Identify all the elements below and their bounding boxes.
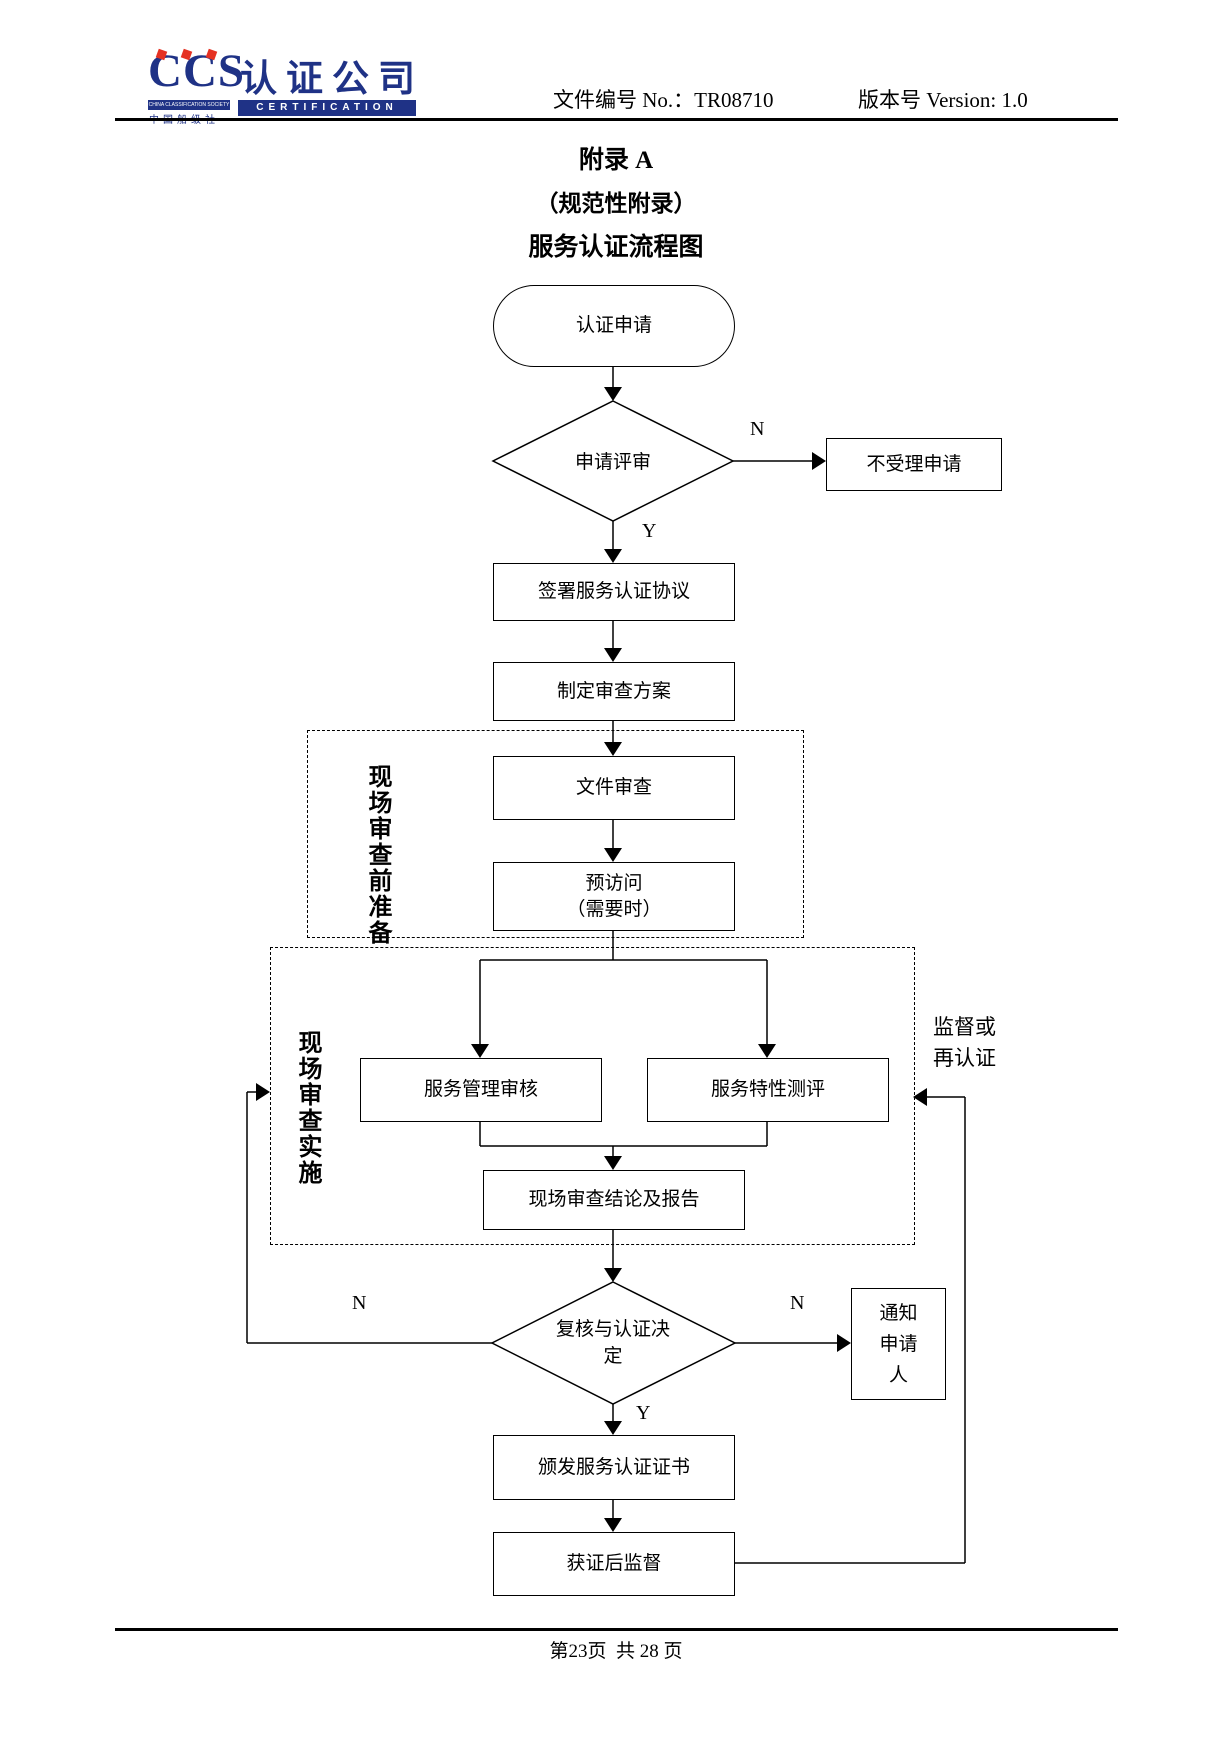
branch-label-y-review: Y <box>642 520 657 542</box>
node-post-cert-supervision: 获证后监督 <box>493 1532 735 1596</box>
header-doc-number: 文件编号 No.：TR08710 <box>553 88 774 112</box>
node-start: 认证申请 <box>493 285 735 367</box>
arrowhead-icon <box>604 848 622 862</box>
node-decision-label: 复核与认证决 定 <box>555 1319 670 1367</box>
label-supervision-recert: 监督或 再认证 <box>933 1015 996 1070</box>
decision-diamond-review <box>491 400 735 522</box>
node-review-label: 申请评审 <box>574 452 651 473</box>
ccs-logo: CCS CHINA CLASSIFICATION SOCIETY 中国船级社 认… <box>148 45 418 126</box>
header-version: 版本号 Version: 1.0 <box>858 88 1028 112</box>
decision-diamond-final <box>490 1281 737 1405</box>
arrowhead-icon <box>604 1156 622 1170</box>
arrowhead-icon <box>837 1334 851 1352</box>
node-sign-agreement: 签署服务认证协议 <box>493 563 735 621</box>
group-label-pre-audit: 现场审查前准备 <box>364 764 390 946</box>
node-notify-applicant: 通知 申请 人 <box>851 1288 946 1400</box>
group-frame-pre-audit <box>307 730 804 938</box>
arrowhead-icon <box>604 1268 622 1282</box>
arrowhead-icon <box>913 1088 927 1106</box>
node-onsite-report: 现场审查结论及报告 <box>483 1170 745 1230</box>
page-number: 第23页 共 28 页 <box>549 1641 683 1662</box>
arrowhead-icon <box>604 549 622 563</box>
arrowhead-icon <box>604 1518 622 1532</box>
flowchart-title: 服务认证流程图 <box>528 234 704 261</box>
node-reject: 不受理申请 <box>826 438 1002 491</box>
arrowhead-icon <box>471 1044 489 1058</box>
arrowhead-icon <box>758 1044 776 1058</box>
logo-company-name: 认证公司 <box>240 59 424 100</box>
branch-label-y-decision: Y <box>636 1402 651 1424</box>
branch-label-n-loopback: N <box>352 1292 367 1314</box>
group-label-onsite-audit: 现场审查实施 <box>294 1030 320 1186</box>
arrowhead-icon <box>604 742 622 756</box>
node-previsit: 预访问 （需要时） <box>493 862 735 931</box>
arrowhead-icon <box>812 452 826 470</box>
arrowhead-icon <box>256 1083 270 1101</box>
node-issue-certificate: 颁发服务认证证书 <box>493 1435 735 1500</box>
logo-certification-bar: CERTIFICATION <box>238 100 416 116</box>
branch-label-n-decision: N <box>790 1292 805 1314</box>
node-make-plan: 制定审查方案 <box>493 662 735 721</box>
group-frame-onsite-audit <box>270 947 915 1245</box>
header-rule <box>115 118 1118 121</box>
arrowhead-icon <box>604 1421 622 1435</box>
node-service-mgmt-audit: 服务管理审核 <box>360 1058 602 1122</box>
branch-label-n-review: N <box>750 418 765 440</box>
arrowhead-icon <box>604 387 622 401</box>
footer-rule <box>115 1628 1118 1631</box>
arrowhead-icon <box>604 648 622 662</box>
logo-society-en: CHINA CLASSIFICATION SOCIETY <box>148 100 230 110</box>
node-doc-review: 文件审查 <box>493 756 735 820</box>
appendix-title: 附录 A <box>578 147 654 174</box>
node-service-character-test: 服务特性测评 <box>647 1058 889 1122</box>
appendix-subtitle: （规范性附录） <box>535 191 697 216</box>
